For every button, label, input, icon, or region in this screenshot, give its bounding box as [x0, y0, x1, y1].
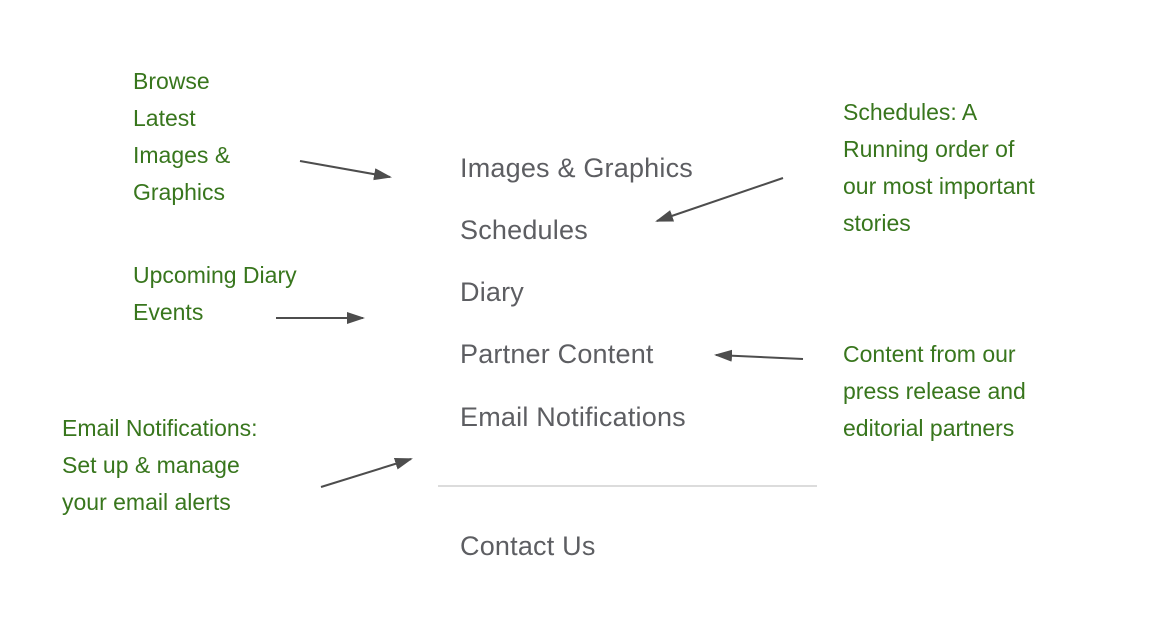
annotation-line: Schedules: A: [843, 99, 978, 125]
annotation-line: your email alerts: [62, 489, 231, 515]
menu-item-diary[interactable]: Diary: [460, 277, 525, 307]
arrow-to-partner-content: [714, 349, 804, 362]
annotation-line: Content from our: [843, 341, 1016, 367]
annotation-line: editorial partners: [843, 415, 1015, 441]
annotation-line: Running order of: [843, 136, 1015, 162]
arrow-to-images-graphics: [299, 160, 392, 181]
annotation-browse-images: Browse Latest Images & Graphics: [133, 63, 230, 211]
annotation-line: Graphics: [133, 179, 226, 205]
annotation-partner-content: Content from our press release and edito…: [843, 336, 1026, 447]
arrow-to-schedules: [655, 177, 784, 222]
annotation-line: Latest: [133, 105, 196, 131]
annotation-line: Email Notifications:: [62, 415, 258, 441]
annotation-line: stories: [843, 210, 911, 236]
arrow-to-email-notifications: [320, 458, 413, 488]
menu-item-contact-us[interactable]: Contact Us: [460, 531, 596, 561]
menu-divider: [438, 485, 817, 487]
annotation-diary-events: Upcoming Diary Events: [133, 257, 297, 331]
annotation-schedules: Schedules: A Running order of our most i…: [843, 94, 1035, 242]
annotation-line: Events: [133, 299, 204, 325]
annotation-line: Browse: [133, 68, 210, 94]
annotation-line: Set up & manage: [62, 452, 240, 478]
annotation-email-notifications: Email Notifications: Set up & manage you…: [62, 410, 258, 521]
annotation-line: press release and: [843, 378, 1026, 404]
menu-item-partner-content[interactable]: Partner Content: [460, 339, 654, 369]
annotation-line: Images &: [133, 142, 231, 168]
menu-item-images-graphics[interactable]: Images & Graphics: [460, 153, 693, 183]
menu-item-schedules[interactable]: Schedules: [460, 215, 588, 245]
menu-item-email-notifications[interactable]: Email Notifications: [460, 402, 686, 432]
annotation-line: our most important: [843, 173, 1035, 199]
annotation-line: Upcoming Diary: [133, 262, 297, 288]
